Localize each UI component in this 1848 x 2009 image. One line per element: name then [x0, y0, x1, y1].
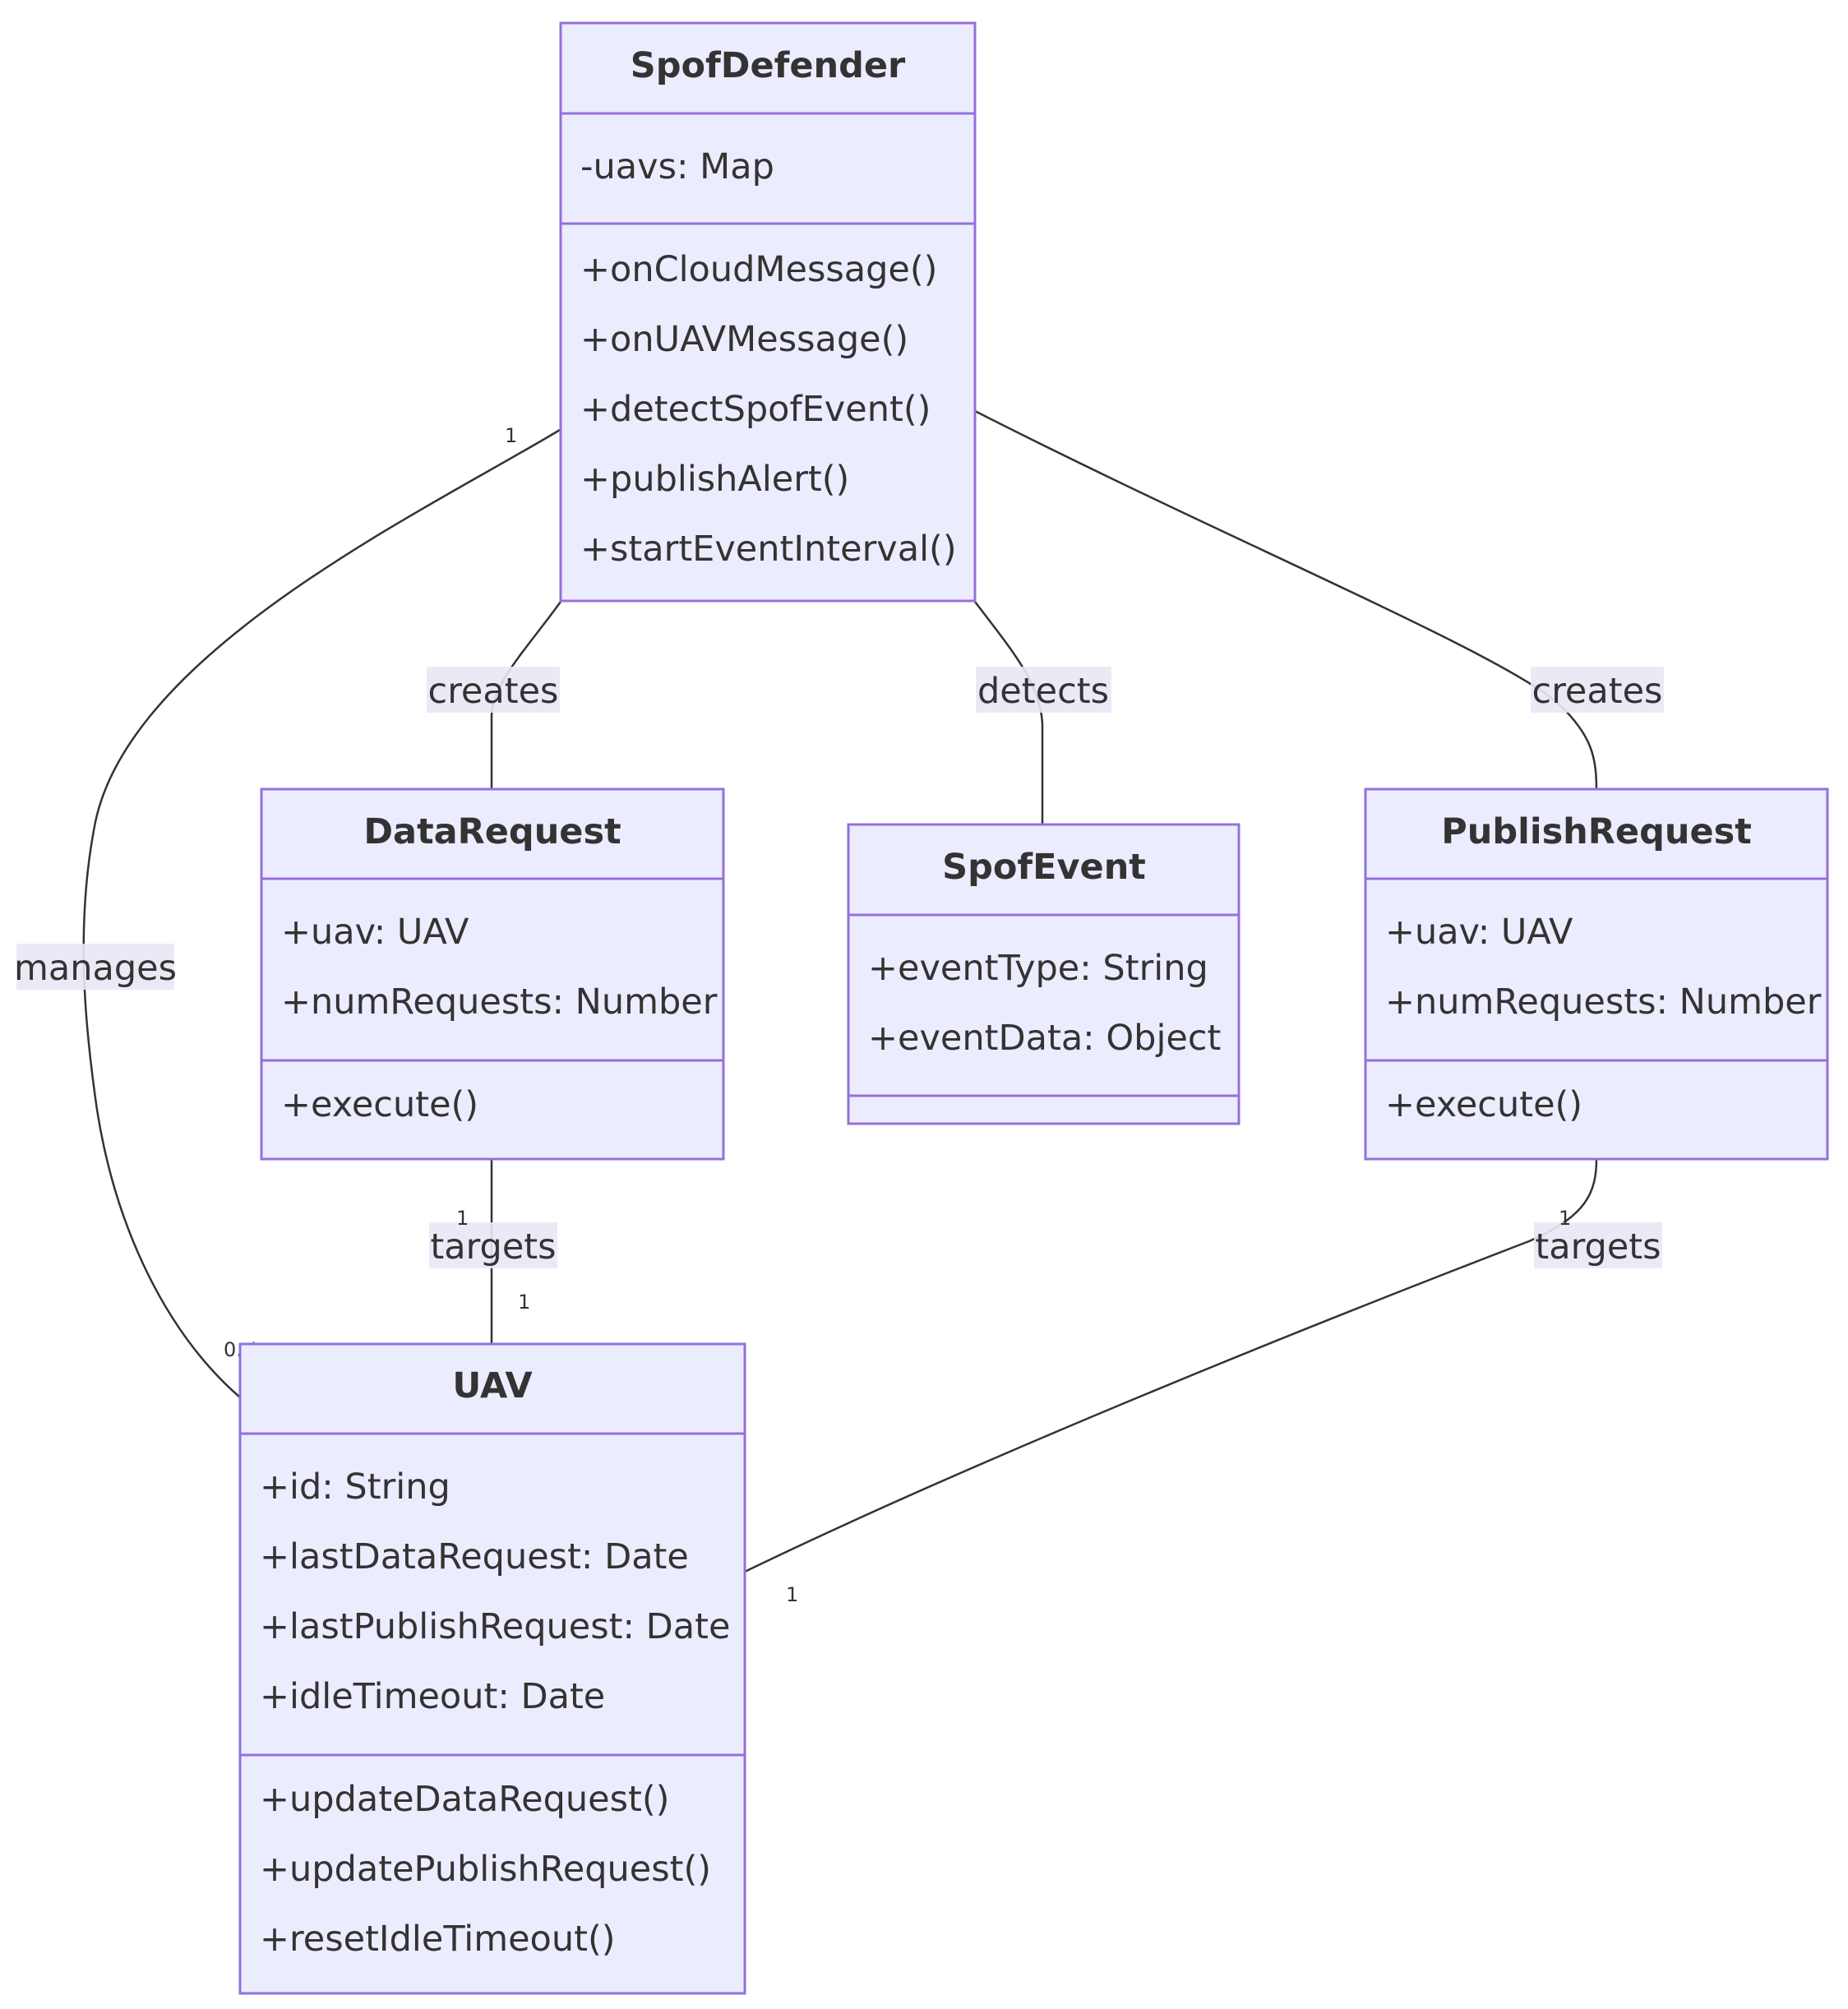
- class-method: +startEventInterval(): [580, 529, 957, 570]
- edge-manages: [82, 428, 561, 1398]
- class-title: SpofEvent: [942, 847, 1146, 888]
- svg-text:targets: targets: [430, 1226, 556, 1268]
- class-attribute: +uav: UAV: [1385, 912, 1573, 953]
- class-method: +execute(): [281, 1084, 478, 1125]
- multiplicity-targets-datarequest: 1: [456, 1207, 469, 1230]
- class-method: +resetIdleTimeout(): [260, 1919, 616, 1960]
- class-title: UAV: [452, 1365, 533, 1406]
- svg-text:manages: manages: [14, 948, 177, 989]
- class-attribute: +lastDataRequest: Date: [260, 1536, 689, 1577]
- class-attribute: +lastPublishRequest: Date: [260, 1606, 730, 1647]
- class-attribute: +idleTimeout: Date: [260, 1676, 605, 1717]
- multiplicity-targets-uav-data: 1: [518, 1291, 530, 1314]
- class-title: SpofDefender: [631, 45, 906, 86]
- edge-label-manages: manages: [14, 944, 177, 990]
- class-attribute: +id: String: [260, 1466, 450, 1508]
- svg-text:creates: creates: [428, 671, 559, 712]
- multiplicity-targets-uav-publish: 1: [786, 1583, 798, 1606]
- class-uav[interactable]: UAV +id: String +lastDataRequest: Date +…: [238, 1342, 746, 1995]
- edge-label-detects: detects: [976, 667, 1111, 713]
- class-method: +updatePublishRequest(): [260, 1849, 711, 1890]
- class-spofdefender[interactable]: SpofDefender -uavs: Map +onCloudMessage(…: [559, 21, 977, 603]
- class-method: +execute(): [1385, 1084, 1582, 1125]
- class-method: +updateDataRequest(): [260, 1779, 669, 1820]
- class-attribute: +numRequests: Number: [281, 981, 718, 1023]
- class-title: PublishRequest: [1441, 811, 1752, 852]
- class-attribute: +numRequests: Number: [1385, 981, 1822, 1023]
- svg-text:targets: targets: [1535, 1226, 1661, 1268]
- class-attribute: +uav: UAV: [281, 912, 469, 953]
- class-method: +publishAlert(): [580, 459, 849, 500]
- svg-text:creates: creates: [1532, 671, 1663, 712]
- edge-creates-publishrequest: [974, 409, 1598, 790]
- class-attribute: +eventType: String: [868, 948, 1208, 989]
- svg-text:detects: detects: [977, 671, 1109, 712]
- edge-label-creates-publishrequest: creates: [1531, 667, 1664, 713]
- edge-label-targets-publishrequest: targets: [1534, 1222, 1662, 1268]
- class-datarequest[interactable]: DataRequest +uav: UAV +numRequests: Numb…: [260, 787, 725, 1161]
- multiplicity-manages-spofdefender: 1: [505, 424, 517, 447]
- edge-label-creates-datarequest: creates: [427, 667, 560, 713]
- edge-targets-publishrequest: [744, 1158, 1598, 1573]
- class-spofevent[interactable]: SpofEvent +eventType: String +eventData:…: [847, 823, 1240, 1125]
- class-method: +onUAVMessage(): [580, 319, 908, 360]
- class-attribute: -uavs: Map: [580, 146, 774, 187]
- class-method: +detectSpofEvent(): [580, 389, 931, 430]
- edge-detects-spofevent: [974, 601, 1044, 824]
- class-title: DataRequest: [363, 811, 621, 852]
- class-attribute: +eventData: Object: [868, 1018, 1221, 1059]
- class-method: +onCloudMessage(): [580, 249, 937, 290]
- edge-label-targets-datarequest: targets: [429, 1222, 557, 1268]
- class-publishrequest[interactable]: PublishRequest +uav: UAV +numRequests: N…: [1364, 787, 1829, 1161]
- multiplicity-targets-publishrequest: 1: [1559, 1207, 1571, 1230]
